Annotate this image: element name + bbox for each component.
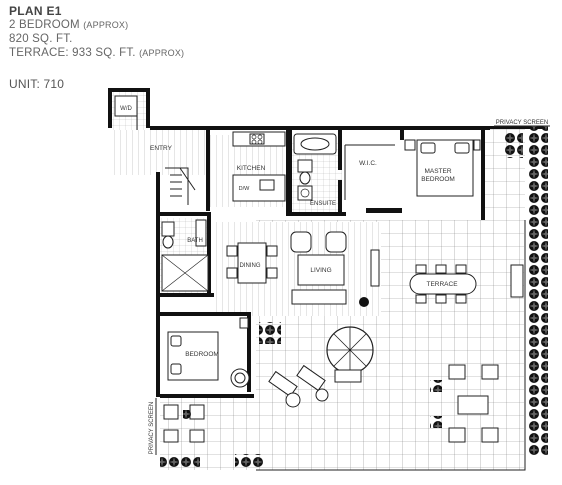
terrace-approx-note: (APPROX) [139,48,185,58]
unit-area: 820 SQ. FT. [9,33,73,45]
ensuite-fixtures [293,133,337,201]
patio-umbrella [326,326,374,374]
master-bedroom-label-2: BEDROOM [421,176,455,183]
laundry-closet: W/D [114,95,138,130]
bedroom-count: 2 BEDROOM (APPROX) [9,18,184,32]
unit-number: UNIT: 710 [9,77,65,91]
wd-label: W/D [120,106,132,112]
dishwasher-label: D/W [239,186,251,192]
entry-stairs [165,167,196,205]
kitchen-label: KITCHEN [237,165,266,172]
bedroom-count-text: 2 BEDROOM [9,19,80,31]
living-label: LIVING [310,267,331,274]
bath-fixtures [161,219,209,292]
walls [108,88,548,398]
plan-header: PLAN E1 2 BEDROOM (APPROX) 820 SQ. FT. T… [9,4,184,60]
wic-label: W.I.C. [359,160,377,167]
dining-label: DINING [240,263,261,269]
bedroom-approx-note: (APPROX) [83,20,129,30]
terrace-area-text: TERRACE: 933 SQ. FT. [9,47,136,59]
kitchen-fixtures [232,131,286,202]
ensuite-label: ENSUITE [310,201,336,207]
walk-in-closet [344,144,395,200]
dining-set [226,242,278,284]
lounge-chairs [268,364,362,408]
living-furniture [290,231,380,307]
master-bedroom-label-1: MASTER [424,168,451,175]
privacy-screen-left-label: PRIVACY SCREEN [149,402,155,454]
plan-title: PLAN E1 [9,4,62,18]
terrace-label: TERRACE [426,281,458,288]
planters [160,126,548,469]
privacy-screen-top-label: PRIVACY SCREEN [496,120,548,126]
bedroom-label: BEDROOM [185,351,219,358]
bedroom-furniture [167,317,250,388]
terrace-dining-set [409,264,524,304]
terrace-chairs-left [163,404,205,443]
bath-label: BATH [187,238,203,244]
entry-label: ENTRY [150,145,173,152]
terrace-area: TERRACE: 933 SQ. FT. (APPROX) [9,46,184,60]
terrace-table [448,364,499,443]
master-bed [404,139,481,197]
